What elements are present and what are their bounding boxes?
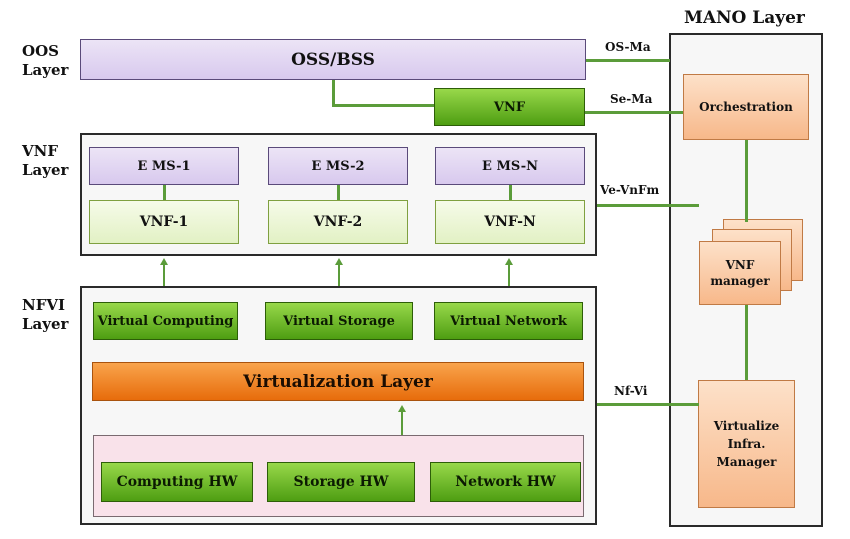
oss-bss-box: OSS/BSS <box>80 39 586 80</box>
orchestration-box: Orchestration <box>683 74 809 140</box>
os-ma-link <box>586 59 670 62</box>
virtual-computing-box: Virtual Computing <box>93 302 238 340</box>
arrow-1-head <box>160 258 168 265</box>
arrow-2-shaft <box>338 264 340 286</box>
vnf-layer-label: VNF Layer <box>22 142 69 179</box>
arrow-2-head <box>335 258 343 265</box>
mano-title: MANO Layer <box>684 8 805 28</box>
virtual-network-box: Virtual Network <box>434 302 583 340</box>
arrow-1-shaft <box>163 264 165 286</box>
oss-vnf-link-v <box>332 80 335 107</box>
se-ma-label: Se-Ma <box>610 92 653 106</box>
vnf-n-box: VNF-N <box>435 200 585 244</box>
oss-vnf-link-h <box>332 104 434 107</box>
ems-1-link <box>163 185 166 200</box>
ems-n-link <box>509 185 512 200</box>
storage-hw-box: Storage HW <box>267 462 415 502</box>
ems-2-box: E MS-2 <box>268 147 408 185</box>
vnf-manager-box: VNF manager <box>699 241 781 305</box>
arrow-3-shaft <box>508 264 510 286</box>
oss-layer-label: OOS Layer <box>22 42 69 79</box>
ems-n-box: E MS-N <box>435 147 585 185</box>
nf-vi-label: Nf-Vi <box>614 384 648 398</box>
os-ma-label: OS-Ma <box>605 40 651 54</box>
nf-vi-link <box>597 403 699 406</box>
vnf-1-box: VNF-1 <box>89 200 239 244</box>
se-ma-link <box>585 111 683 114</box>
vnfm-vim-link <box>745 305 748 380</box>
vnf-2-box: VNF-2 <box>268 200 408 244</box>
orchestration-vnfm-link <box>745 140 748 222</box>
ve-vnfm-label: Ve-VnFm <box>600 183 660 197</box>
virtual-storage-box: Virtual Storage <box>265 302 413 340</box>
ve-vnfm-link <box>597 204 699 207</box>
arrow-3-head <box>505 258 513 265</box>
hw-arrow-head <box>398 405 406 412</box>
virtualization-layer-bar: Virtualization Layer <box>92 362 584 401</box>
vim-box: Virtualize Infra. Manager <box>698 380 795 508</box>
hw-arrow-shaft <box>401 411 403 435</box>
network-hw-box: Network HW <box>430 462 581 502</box>
ems-1-box: E MS-1 <box>89 147 239 185</box>
nfvi-layer-label: NFVI Layer <box>22 296 69 333</box>
ems-2-link <box>337 185 340 200</box>
vnf-top-box: VNF <box>434 88 585 126</box>
computing-hw-box: Computing HW <box>101 462 253 502</box>
